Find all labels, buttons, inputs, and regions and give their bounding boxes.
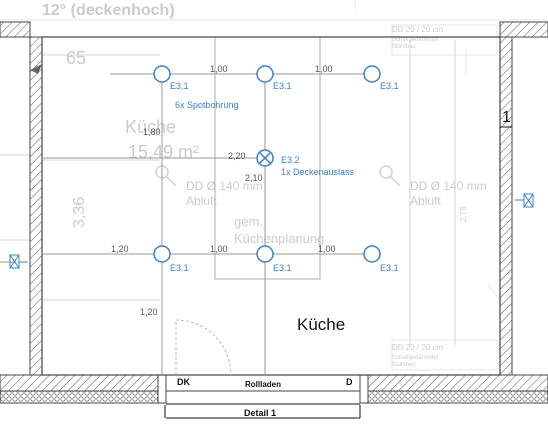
ref-arrow-icon <box>30 64 42 74</box>
spot-code: E3.1 <box>380 263 399 273</box>
dim-bot-a: 1,00 <box>210 244 228 254</box>
ghost-dd-right: DD Ø 140 mm <box>410 179 487 193</box>
ghost-dim-vertical: 2,76 <box>459 206 468 222</box>
spot-code: E3.1 <box>170 263 189 273</box>
spot-codes: E3.1 E3.1 E3.1 E3.1 E3.1 E3.1 6x Spotboh… <box>170 81 399 273</box>
dimension-labels: 1,00 1,00 1,80 2,20 2,10 1,20 1,00 1,00 … <box>111 64 336 317</box>
wall-pier-right <box>359 374 369 404</box>
ghost-dd-top-right-sub2: Stahlbau <box>392 44 416 50</box>
spot-code: E3.1 <box>170 81 189 91</box>
ghost-dd-left: DD Ø 140 mm <box>186 179 263 193</box>
spot-light-icon[interactable] <box>363 65 381 83</box>
ceiling-height-label: 12° (deckenhoch) <box>42 2 175 19</box>
outlet-note: 1x Deckenauslass <box>281 167 355 177</box>
dim-mid-v: 2,10 <box>245 173 263 183</box>
ghost-dd-bottom-right-sub1: Schallgedämmter <box>392 355 439 361</box>
door-swing <box>175 319 232 376</box>
dimension-lines <box>0 73 372 375</box>
spot-light-icon[interactable] <box>256 65 274 83</box>
dim-bot-b: 1,00 <box>318 244 336 254</box>
dim-top-b: 1,00 <box>315 64 333 74</box>
ceiling-outlet-icon[interactable] <box>256 149 274 167</box>
ghost-abluft-right: Abluft <box>410 194 441 208</box>
spot-code: E3.1 <box>380 81 399 91</box>
ghost-room-name: Küche <box>125 117 176 137</box>
switch-symbol-left-icon[interactable] <box>9 254 28 269</box>
dim-mid-h: 2,20 <box>228 151 246 161</box>
wall-right-vertical <box>499 36 513 376</box>
spot-code: E3.1 <box>273 81 292 91</box>
reference-mark: 1 <box>502 109 511 126</box>
d-label: D <box>346 377 353 387</box>
wall-right-top <box>499 21 548 38</box>
ghost-dd-bottom-right: DD 20 / 20 cm <box>392 343 443 352</box>
spot-light-icon[interactable] <box>153 65 171 83</box>
ghost-dim-65: 65 <box>66 48 86 68</box>
ghost-room-area: 15,49 m² <box>128 142 199 162</box>
dim-top-a: 1,00 <box>210 64 228 74</box>
ghost-abluft-left: Abluft <box>186 194 217 208</box>
background-layer: 12° (deckenhoch) 65 Küche 15,49 m² 3,36 … <box>0 0 548 371</box>
wall-left-outer <box>0 21 31 38</box>
ghost-dd-top-right: DD 20 / 20 cm <box>392 25 443 34</box>
walls <box>0 21 548 419</box>
detail-label: Detail 1 <box>244 408 276 418</box>
rollladen-label: Rollladen <box>245 380 281 389</box>
dim-bot-left: 1,20 <box>111 244 129 254</box>
spot-code: E3.1 <box>273 263 292 273</box>
wall-bottom-right <box>361 374 548 392</box>
switch-symbol-right-icon[interactable] <box>515 193 534 208</box>
dk-label: DK <box>177 377 190 387</box>
outlet-code: E3.2 <box>281 155 300 165</box>
insulation-strip-left <box>0 390 166 404</box>
spot-light-icon[interactable] <box>256 245 274 263</box>
ghost-room-height: 3,36 <box>71 197 88 228</box>
spot-note: 6x Spotbohrung <box>175 100 239 110</box>
insulation-strip-right <box>361 390 548 404</box>
spot-fixtures <box>153 65 381 263</box>
spot-light-icon[interactable] <box>363 245 381 263</box>
ghost-dd-bottom-right-sub2: Stahlbau <box>392 362 416 368</box>
ghost-plan-line1: gem. <box>234 214 263 229</box>
wall-bottom-left <box>0 374 166 392</box>
room-label: Küche <box>297 315 345 334</box>
ghost-plan-line2: Küchenplanung <box>234 231 324 246</box>
ghost-dd-top-right-sub1: Schallgedämmter <box>392 37 439 43</box>
wall-left-vertical <box>29 36 43 376</box>
wall-pier-left <box>157 374 167 404</box>
spot-light-icon[interactable] <box>153 245 171 263</box>
dim-low-v: 1,20 <box>140 307 158 317</box>
dim-left-v: 1,80 <box>143 127 161 137</box>
